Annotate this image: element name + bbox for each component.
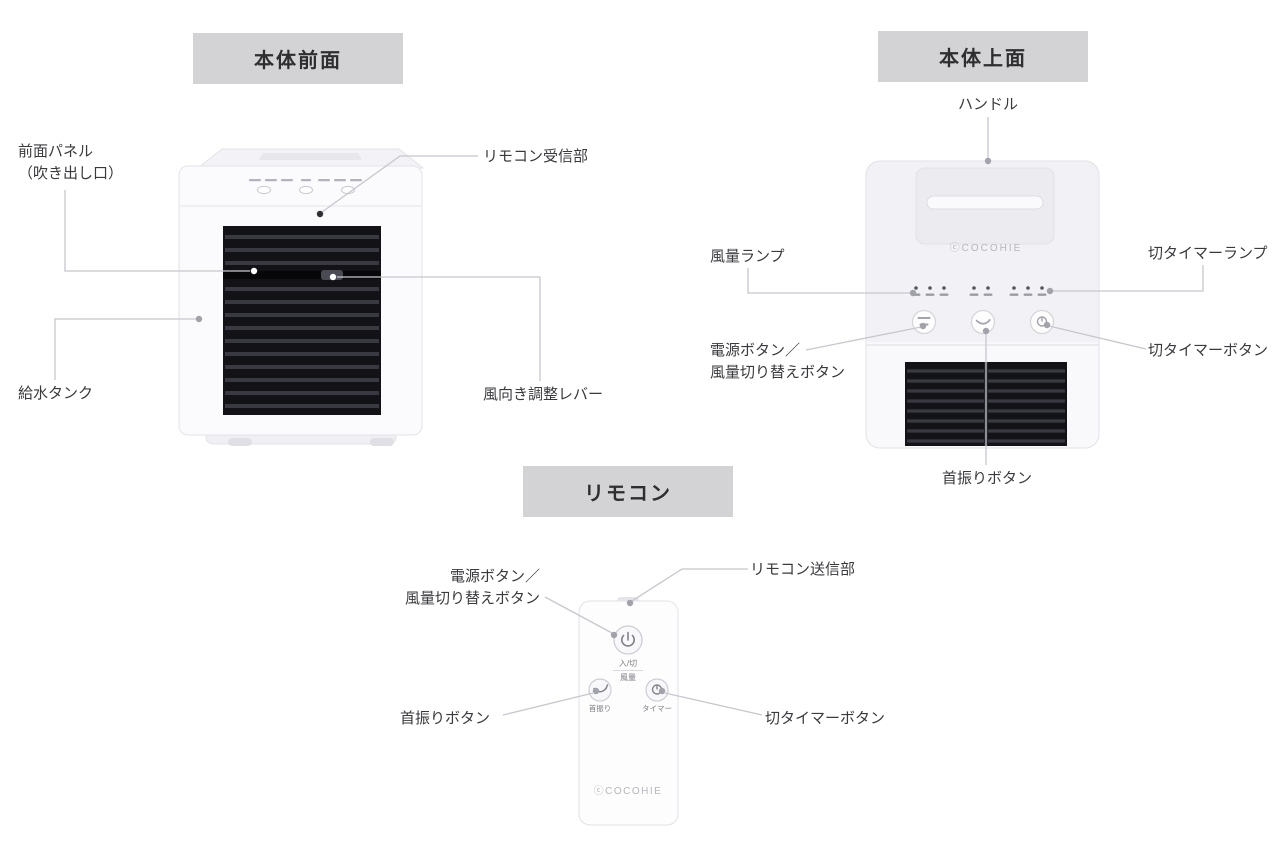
dot-remote-receiver — [316, 210, 324, 218]
dot-power-button-top — [919, 322, 927, 330]
swing-button — [970, 309, 996, 335]
remote-power-button — [613, 625, 643, 655]
label-handle: ハンドル — [957, 96, 1018, 113]
dot-wind-lever — [329, 273, 337, 281]
dot-swing-button-top — [982, 327, 990, 335]
connectors — [54, 117, 1204, 716]
badge-remote-view: リモコン — [523, 466, 733, 517]
remote-swing-button — [588, 678, 612, 702]
connector-timer-button-remote — [664, 692, 763, 716]
remote-swing-caption: 首振り — [589, 703, 612, 713]
badge-top-view: 本体上面 — [878, 31, 1088, 82]
top-device: ⓒCOCOHIE — [865, 160, 1100, 449]
label-timer-lamp: 切タイマーランプ — [1148, 245, 1268, 262]
dot-fan-lamp — [909, 289, 917, 297]
label-front-panel: 前面パネル （吹き出し口） — [18, 143, 124, 182]
front-top-buttons — [257, 185, 355, 195]
front-device-handle-groove — [259, 153, 362, 160]
remote-logo: ⓒCOCOHIE — [594, 785, 663, 797]
dot-water-tank — [195, 315, 203, 323]
power-icon — [621, 631, 635, 647]
dot-power-button-remote — [610, 631, 618, 639]
label-water-tank: 給水タンク — [18, 385, 94, 402]
label-remote-receiver: リモコン受信部 — [483, 148, 589, 165]
front-device — [178, 148, 425, 446]
connector-fan-lamp — [747, 268, 910, 294]
label-swing-button-top: 首振りボタン — [941, 470, 1032, 487]
connector-transmitter — [631, 568, 748, 602]
remote-timer-button — [645, 678, 669, 702]
remote-power-caption-fan: 風量 — [620, 673, 636, 682]
dot-handle — [984, 157, 992, 165]
label-timer-button-top: 切タイマーボタン — [1148, 342, 1269, 359]
label-power-button-top: 電源ボタン／ 風量切り替えボタン — [710, 342, 846, 381]
dot-swing-button-remote — [592, 687, 600, 695]
top-device-logo: ⓒCOCOHIE — [950, 242, 1023, 254]
connector-remote-receiver — [321, 155, 478, 213]
front-grille — [223, 226, 381, 415]
badge-front-view: 本体前面 — [193, 33, 403, 84]
label-wind-lever: 風向き調整レバー — [483, 386, 604, 403]
dot-timer-button-remote — [658, 687, 666, 695]
dot-front-panel — [250, 267, 258, 275]
timer-leds — [1009, 286, 1047, 296]
power-fan-button — [911, 309, 937, 335]
label-transmitter: リモコン送信部 — [750, 561, 856, 578]
connector-power-button-remote — [544, 596, 613, 634]
label-timer-button-remote: 切タイマーボタン — [765, 710, 886, 727]
connector-timer-lamp — [1053, 265, 1204, 292]
front-top-control-marks — [249, 179, 362, 182]
connector-timer-button-top — [1048, 325, 1147, 350]
mode-icons — [969, 286, 993, 296]
connector-dots — [195, 157, 1054, 695]
connector-power-button-top — [805, 326, 922, 351]
timer-button — [1029, 309, 1055, 335]
wind-lever-slot — [223, 271, 381, 279]
connector-front-panel — [64, 190, 250, 272]
top-device-outline — [865, 160, 1100, 449]
connector-swing-button-remote — [502, 692, 594, 716]
dot-timer-lamp — [1046, 287, 1054, 295]
connector-wind-lever — [337, 276, 541, 381]
remote-power-caption-onoff: 入/切 — [619, 659, 637, 668]
label-fan-lamp: 風量ランプ — [710, 248, 785, 265]
handle-bar — [926, 195, 1044, 210]
dot-timer-button-top — [1043, 321, 1051, 329]
label-power-button-remote: 電源ボタン／ 風量切り替えボタン — [404, 568, 540, 607]
remote-device: 入/切 風量 首振り タイマー ⓒCOCOHIE — [578, 597, 679, 826]
dot-transmitter — [626, 599, 634, 607]
front-device-feet — [228, 438, 394, 446]
label-swing-button-remote: 首振りボタン — [400, 710, 491, 727]
remote-timer-caption: タイマー — [642, 704, 672, 713]
connector-water-tank — [54, 318, 196, 380]
